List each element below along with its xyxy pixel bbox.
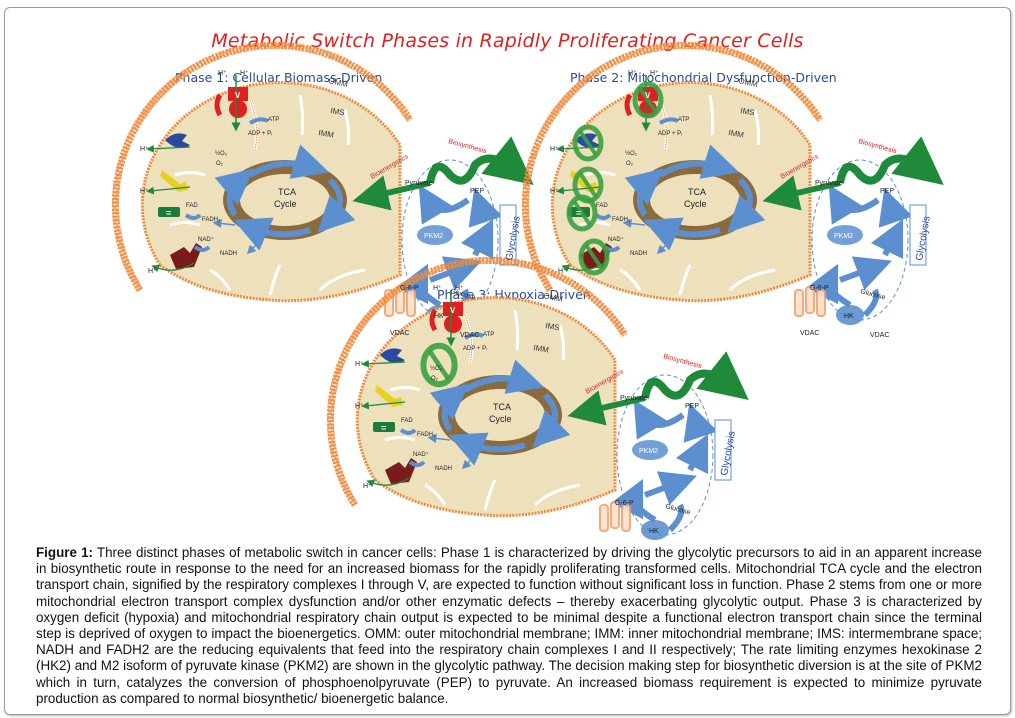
phase-2-mitochondrion	[525, 45, 926, 325]
phase-2-label-fadh2: FADH₂	[612, 217, 631, 223]
phase-2-label-adp: ADP + Pᵢ	[658, 131, 682, 137]
phase-3-label-pkm2: PKM2	[639, 448, 658, 455]
phase-3-label-half-o2: ½O₂	[430, 365, 443, 372]
figure-caption: Figure 1: Three distinct phases of metab…	[36, 545, 982, 707]
phase-2-label-nadh: NADH	[630, 251, 647, 257]
phase-1-label-nadh: NADH	[220, 251, 237, 257]
phase-1-title: Phase 1: Cellular Biomass-Driven	[175, 70, 383, 85]
phase-1-label-imm: IMM	[318, 128, 335, 140]
phase-1-label-vdac: VDAC	[460, 332, 479, 339]
phase-1-label-pep: PEP	[470, 188, 484, 195]
phase-3-complex-V-label: V	[450, 306, 456, 315]
phase-1-label-adp: ADP + Pᵢ	[248, 131, 272, 137]
phase-1-label-vdac: VDAC	[390, 330, 409, 337]
phase-1-label-tca-line2: Cycle	[274, 199, 297, 209]
phase-1-label-h-plus: H⁺	[218, 70, 227, 77]
phase-1-label-h-plus: H⁺	[140, 146, 149, 153]
phase-3-label-pep: PEP	[685, 403, 699, 410]
phase-1-label-half-o2: ½O₂	[215, 150, 228, 157]
caption-label: Figure 1:	[36, 545, 93, 560]
phase-2-label-atp: ATP	[678, 117, 689, 123]
phase-2-label-tca-line1: TCA	[688, 187, 706, 197]
phase-2-label-h-plus: H⁺	[550, 188, 559, 195]
phase-2-label-tca-line2: Cycle	[684, 199, 707, 209]
phase-2-complex-V-label: V	[645, 91, 651, 100]
phase-1-label-h-plus: H⁺	[140, 188, 149, 195]
phase-2-label-vdac: VDAC	[800, 330, 819, 337]
phase-3-label-adp: ADP + Pᵢ	[463, 346, 487, 352]
caption-text: Three distinct phases of metabolic switc…	[36, 545, 983, 706]
phase-2-label-pep: PEP	[880, 188, 894, 195]
phase-3-label-nad: NAD⁺	[413, 451, 429, 458]
phase-1-label-h-plus: H⁺	[240, 70, 249, 77]
phase-1-label-g6p: G-6-P	[400, 285, 419, 292]
phase-3-label-h-plus: H⁺	[433, 285, 442, 292]
phase-2-label-vdac: VDAC	[870, 332, 889, 339]
phase-1-label-fadh2: FADH₂	[202, 217, 221, 223]
phase-3-label-hk: HK	[649, 528, 659, 535]
phase-3-label-g6p: G-6-P	[615, 500, 634, 507]
phase-1-label-tca-line1: TCA	[278, 187, 296, 197]
phase-2-complex-II-label: =	[576, 208, 581, 218]
phase-3-label-pyruvate: Pyruvate	[620, 395, 648, 402]
phase-2-label-h-plus: H⁺	[650, 70, 659, 77]
phase-2-label-pkm2: PKM2	[834, 233, 853, 240]
phase-3-label-fad: FAD	[401, 418, 413, 424]
phase-2-label-h-plus: H⁺	[550, 146, 559, 153]
phase-3-label-h-plus: H⁺	[363, 483, 372, 490]
phase-1-label-biosynthesis: Biosynthesis	[447, 138, 487, 155]
phase-2-label-nad: NAD⁺	[608, 236, 624, 243]
phase-3-label-tca-line2: Cycle	[489, 414, 512, 424]
phase-3-label-fadh2: FADH₂	[417, 432, 436, 438]
phase-2-label-hk: HK	[844, 313, 854, 320]
phase-3-label-omm: OMM	[543, 291, 564, 304]
phase-1-mitochondrion	[115, 45, 516, 325]
phase-3-label-nadh: NADH	[435, 466, 452, 472]
phase-2-label-pyruvate: Pyruvate	[815, 180, 843, 187]
phase-3-label-h-plus: H⁺	[355, 361, 364, 368]
phase-1-label-h-plus: H⁺	[148, 268, 157, 275]
phase-2-label-imm: IMM	[728, 128, 745, 140]
phase-3-label-atp: ATP	[483, 332, 494, 338]
phase-1-label-pyruvate: Pyruvate	[405, 180, 433, 187]
phase-2-label-biosynthesis: Biosynthesis	[857, 138, 897, 155]
phase-2-label-h-plus: H⁺	[558, 268, 567, 275]
phase-2-label-omm: OMM	[738, 76, 759, 89]
phase-1-complex-II-label: =	[166, 208, 171, 218]
phase-1-label-pkm2: PKM2	[424, 233, 443, 240]
phase-3-label-tca-line1: TCA	[493, 402, 511, 412]
phase-1-label-nad: NAD⁺	[198, 236, 214, 243]
phase-1-label-hk: HK	[434, 313, 444, 320]
phase-3-label-biosynthesis: Biosynthesis	[662, 353, 702, 370]
phase-1-label-atp: ATP	[268, 117, 279, 123]
phase-2-label-g6p: G-6-P	[810, 285, 829, 292]
phase-2-label-ims: IMS	[740, 106, 756, 117]
phase-1-label-omm: OMM	[328, 76, 349, 89]
phase-2-label-fad: FAD	[596, 203, 608, 209]
phase-1-label-ims: IMS	[330, 106, 346, 117]
phase-3-label-o2: O₂	[431, 376, 439, 382]
phase-1-complex-V-label: V	[235, 91, 241, 100]
phase-2-label-h-plus: H⁺	[628, 70, 637, 77]
phase-3-label-imm: IMM	[533, 343, 550, 355]
phase-3-label-h-plus: H⁺	[455, 285, 464, 292]
phase-3-complex-II-label: =	[381, 423, 386, 433]
phase-1-label-o2: O₂	[216, 161, 224, 167]
phase-1-label-fad: FAD	[186, 203, 198, 209]
phase-3-label-h-plus: H⁺	[355, 403, 364, 410]
phase-2-label-o2: O₂	[626, 161, 634, 167]
phase-3-label-ims: IMS	[545, 321, 561, 332]
phase-2-label-half-o2: ½O₂	[625, 150, 638, 157]
